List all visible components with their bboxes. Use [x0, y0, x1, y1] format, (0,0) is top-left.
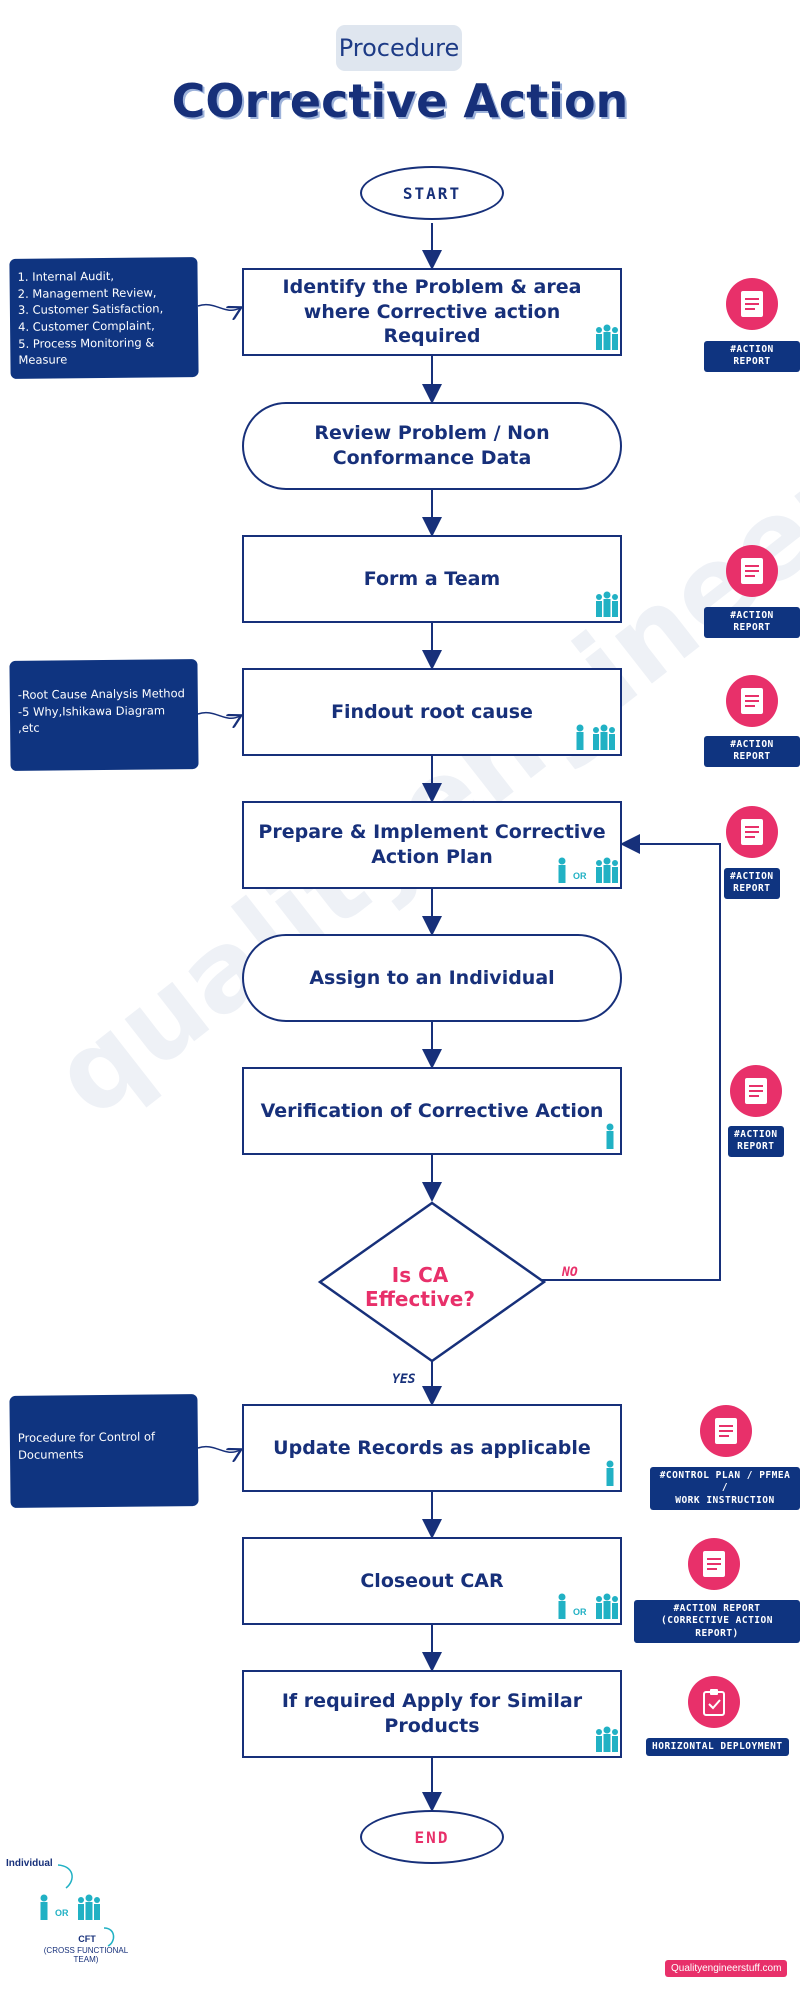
decision-diamond — [317, 1201, 547, 1363]
or-label: OR — [573, 1607, 587, 1617]
step-label: Verification of Corrective Action — [260, 1099, 604, 1122]
document-icon — [688, 1538, 740, 1590]
tag-line: #ACTION REPORT — [673, 1603, 761, 1614]
clipboard-icon — [688, 1676, 740, 1728]
team-icon — [592, 1724, 622, 1754]
step-assign-individual: Assign to an Individual — [242, 934, 622, 1022]
individual-icon — [604, 1458, 616, 1488]
report-tag: #ACTION REPORT — [704, 341, 800, 372]
step-label: Form a Team — [363, 567, 501, 590]
arrow-note-rootcause — [197, 711, 240, 719]
tag-line: #CONTROL PLAN / PFMEA / — [659, 1470, 791, 1494]
report-tag: #ACTION REPORT — [704, 607, 800, 638]
legend-individual-label: Individual — [6, 1858, 53, 1869]
step-identify-problem: Identify the Problem & area where Correc… — [242, 268, 622, 356]
individual-or-team-icon: OR — [556, 855, 622, 885]
document-icon — [730, 1065, 782, 1117]
yes-label: YES — [392, 1372, 416, 1387]
step-closeout-car: Closeout CAR — [242, 1537, 622, 1625]
document-icon — [726, 278, 778, 330]
step-label: Assign to an Individual — [309, 966, 555, 989]
report-tag: #ACTION REPORT — [704, 736, 800, 767]
tag-line: REPORT — [733, 883, 771, 895]
step-label: If required Apply for Similar Products — [281, 1690, 583, 1737]
or-label: OR — [573, 871, 587, 881]
step-label: Findout root cause — [331, 700, 533, 723]
legend-cft-full: (CROSS FUNCTIONAL TEAM) — [43, 1946, 129, 1964]
step-similar-products: If required Apply for Similar Products — [242, 1670, 622, 1758]
arrow-no-loop — [542, 834, 721, 1281]
document-icon — [726, 806, 778, 858]
legend-cft-label: CFT — [78, 1934, 96, 1944]
team-icon — [592, 322, 622, 352]
individual-or-team-icon: OR — [556, 1591, 622, 1621]
arrow-note-inputs — [197, 303, 240, 311]
step-label: Review Problem / Non Conformance Data — [314, 422, 550, 469]
or-label: OR — [55, 1908, 69, 1918]
document-icon — [726, 545, 778, 597]
individual-icon — [604, 1121, 616, 1151]
step-label: Prepare & Implement Corrective Action Pl… — [258, 821, 606, 868]
end-terminal: END — [360, 1810, 504, 1864]
step-verification: Verification of Corrective Action — [242, 1067, 622, 1155]
website-link[interactable]: Qualityengineerstuff.com — [665, 1960, 788, 1977]
document-icon — [700, 1405, 752, 1457]
legend-icons: OR — [38, 1892, 104, 1922]
no-label: NO — [562, 1265, 578, 1280]
tag-line: (CORRECTIVE ACTION REPORT) — [661, 1615, 773, 1639]
document-icon — [726, 675, 778, 727]
step-update-records: Update Records as applicable — [242, 1404, 622, 1492]
page-title: COrrective Action — [171, 74, 629, 128]
tag-line: #ACTION — [734, 1129, 778, 1140]
start-terminal: START — [360, 166, 504, 220]
arrow-note-documents — [197, 1445, 240, 1453]
procedure-badge: Procedure — [336, 25, 462, 71]
tag-line: WORK INSTRUCTION — [675, 1494, 775, 1506]
step-root-cause: Findout root cause — [242, 668, 622, 756]
report-tag: #ACTION REPORT(CORRECTIVE ACTION REPORT) — [634, 1600, 800, 1644]
tag-line: #ACTION — [730, 871, 774, 882]
step-review-problem: Review Problem / Non Conformance Data — [242, 402, 622, 490]
team-icon — [592, 589, 622, 619]
decision-label: Is CA Effective? — [365, 1263, 475, 1311]
step-label: Closeout CAR — [360, 1569, 504, 1592]
report-tag: HORIZONTAL DEPLOYMENT — [646, 1738, 789, 1757]
individual-and-team-icon — [574, 722, 619, 752]
report-tag: #CONTROL PLAN / PFMEA /WORK INSTRUCTION — [650, 1467, 800, 1511]
tag-line: REPORT — [737, 1141, 775, 1153]
step-label: Identify the Problem & area where Correc… — [282, 275, 582, 348]
step-label: Update Records as applicable — [273, 1436, 591, 1459]
step-form-team: Form a Team — [242, 535, 622, 623]
